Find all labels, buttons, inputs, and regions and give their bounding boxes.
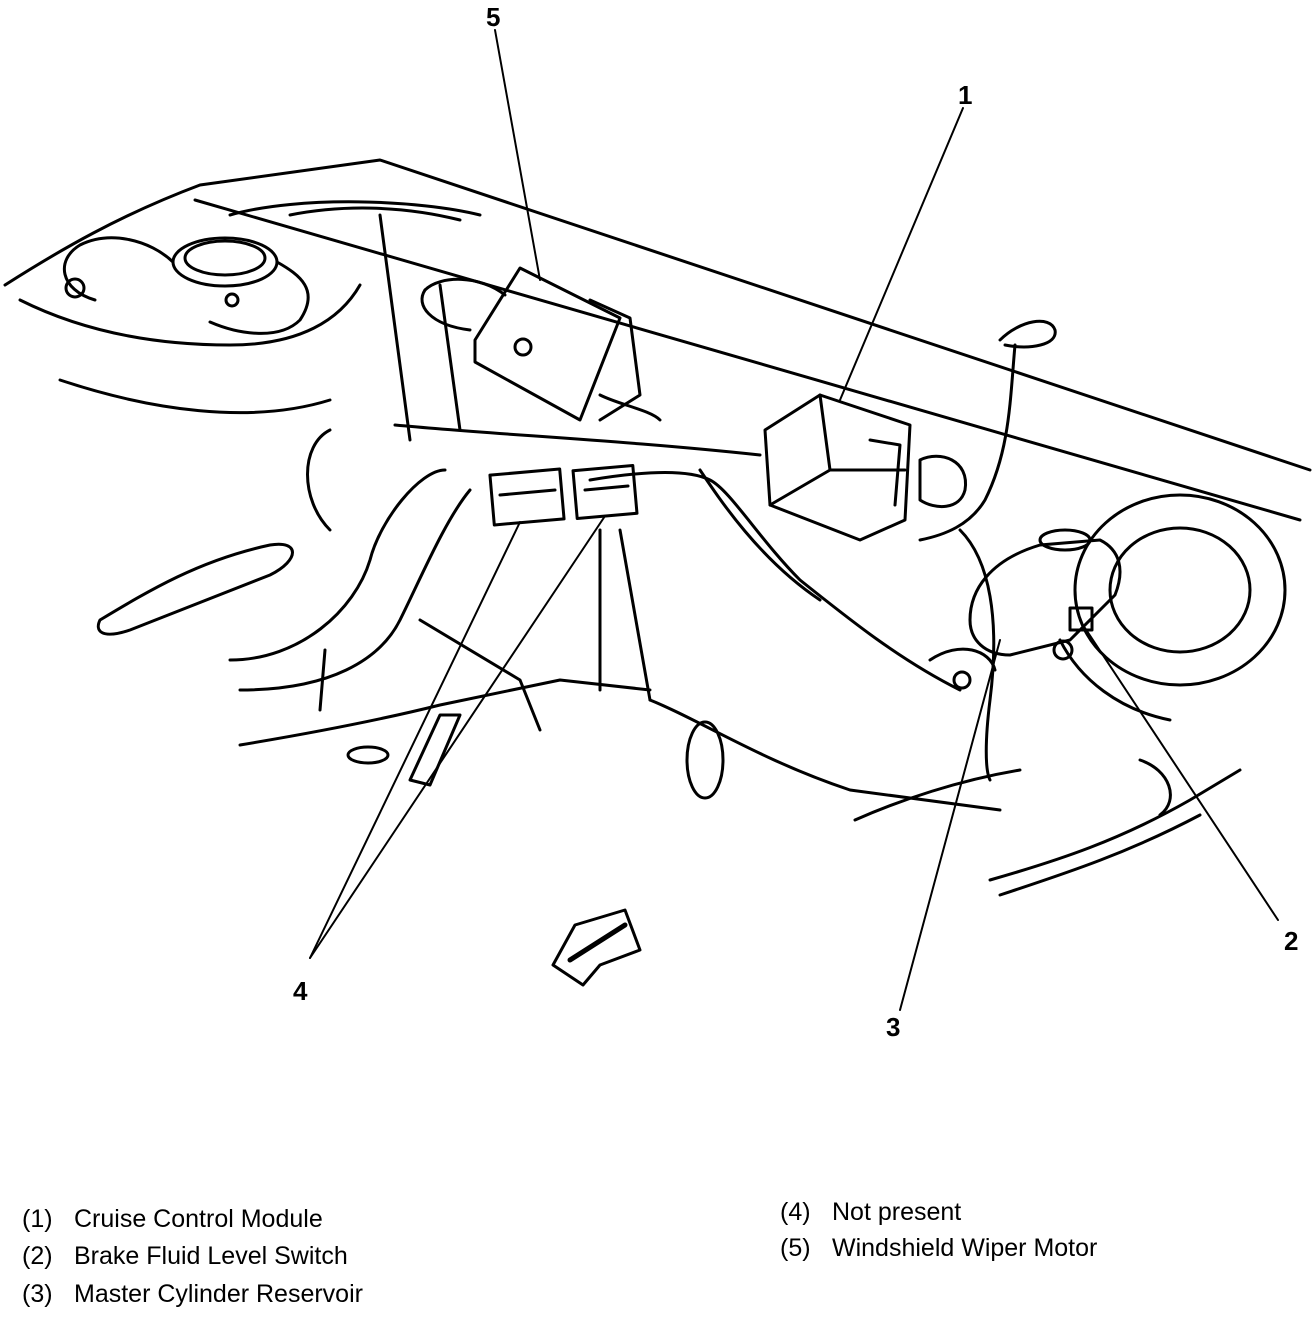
legend-number: (2) bbox=[22, 1242, 53, 1270]
legend-label: Cruise Control Module bbox=[74, 1205, 323, 1233]
engine-bay-diagram: 5 1 2 3 4 bbox=[3, 2, 1312, 1042]
callout-4: 4 bbox=[293, 976, 308, 1006]
front-direction-arrow bbox=[551, 908, 642, 987]
legend-item-4: (4) Not present bbox=[780, 1200, 961, 1225]
strut-tower bbox=[62, 236, 310, 335]
legend-item-5: (5) Windshield Wiper Motor bbox=[780, 1236, 1097, 1261]
callout-3: 3 bbox=[886, 1012, 900, 1042]
legend-label: Windshield Wiper Motor bbox=[832, 1234, 1098, 1262]
legend-item-1: (1) Cruise Control Module bbox=[22, 1207, 323, 1232]
brake-fluid-level-switch bbox=[1052, 606, 1094, 661]
cowl-panel bbox=[3, 158, 1312, 522]
legend-number: (1) bbox=[22, 1205, 53, 1233]
legend-label: Not present bbox=[832, 1198, 962, 1226]
legend-item-3: (3) Master Cylinder Reservoir bbox=[22, 1282, 363, 1307]
callout-2: 2 bbox=[1284, 926, 1298, 956]
callout-1: 1 bbox=[958, 80, 972, 110]
wiring-harness bbox=[228, 319, 1057, 782]
callout-leaders bbox=[309, 29, 1279, 1011]
cruise-control-module bbox=[763, 393, 967, 542]
harness-connectors bbox=[488, 463, 639, 527]
legend-item-2: (2) Brake Fluid Level Switch bbox=[22, 1244, 348, 1269]
legend-number: (3) bbox=[22, 1280, 53, 1308]
lower-structure bbox=[96, 428, 1242, 897]
legend-number: (5) bbox=[780, 1234, 811, 1262]
wiper-motor bbox=[420, 266, 662, 422]
callout-5: 5 bbox=[486, 2, 500, 32]
brake-booster bbox=[1058, 493, 1287, 722]
legend-label: Brake Fluid Level Switch bbox=[74, 1242, 348, 1270]
legend-label: Master Cylinder Reservoir bbox=[74, 1280, 363, 1308]
legend-number: (4) bbox=[780, 1198, 811, 1226]
